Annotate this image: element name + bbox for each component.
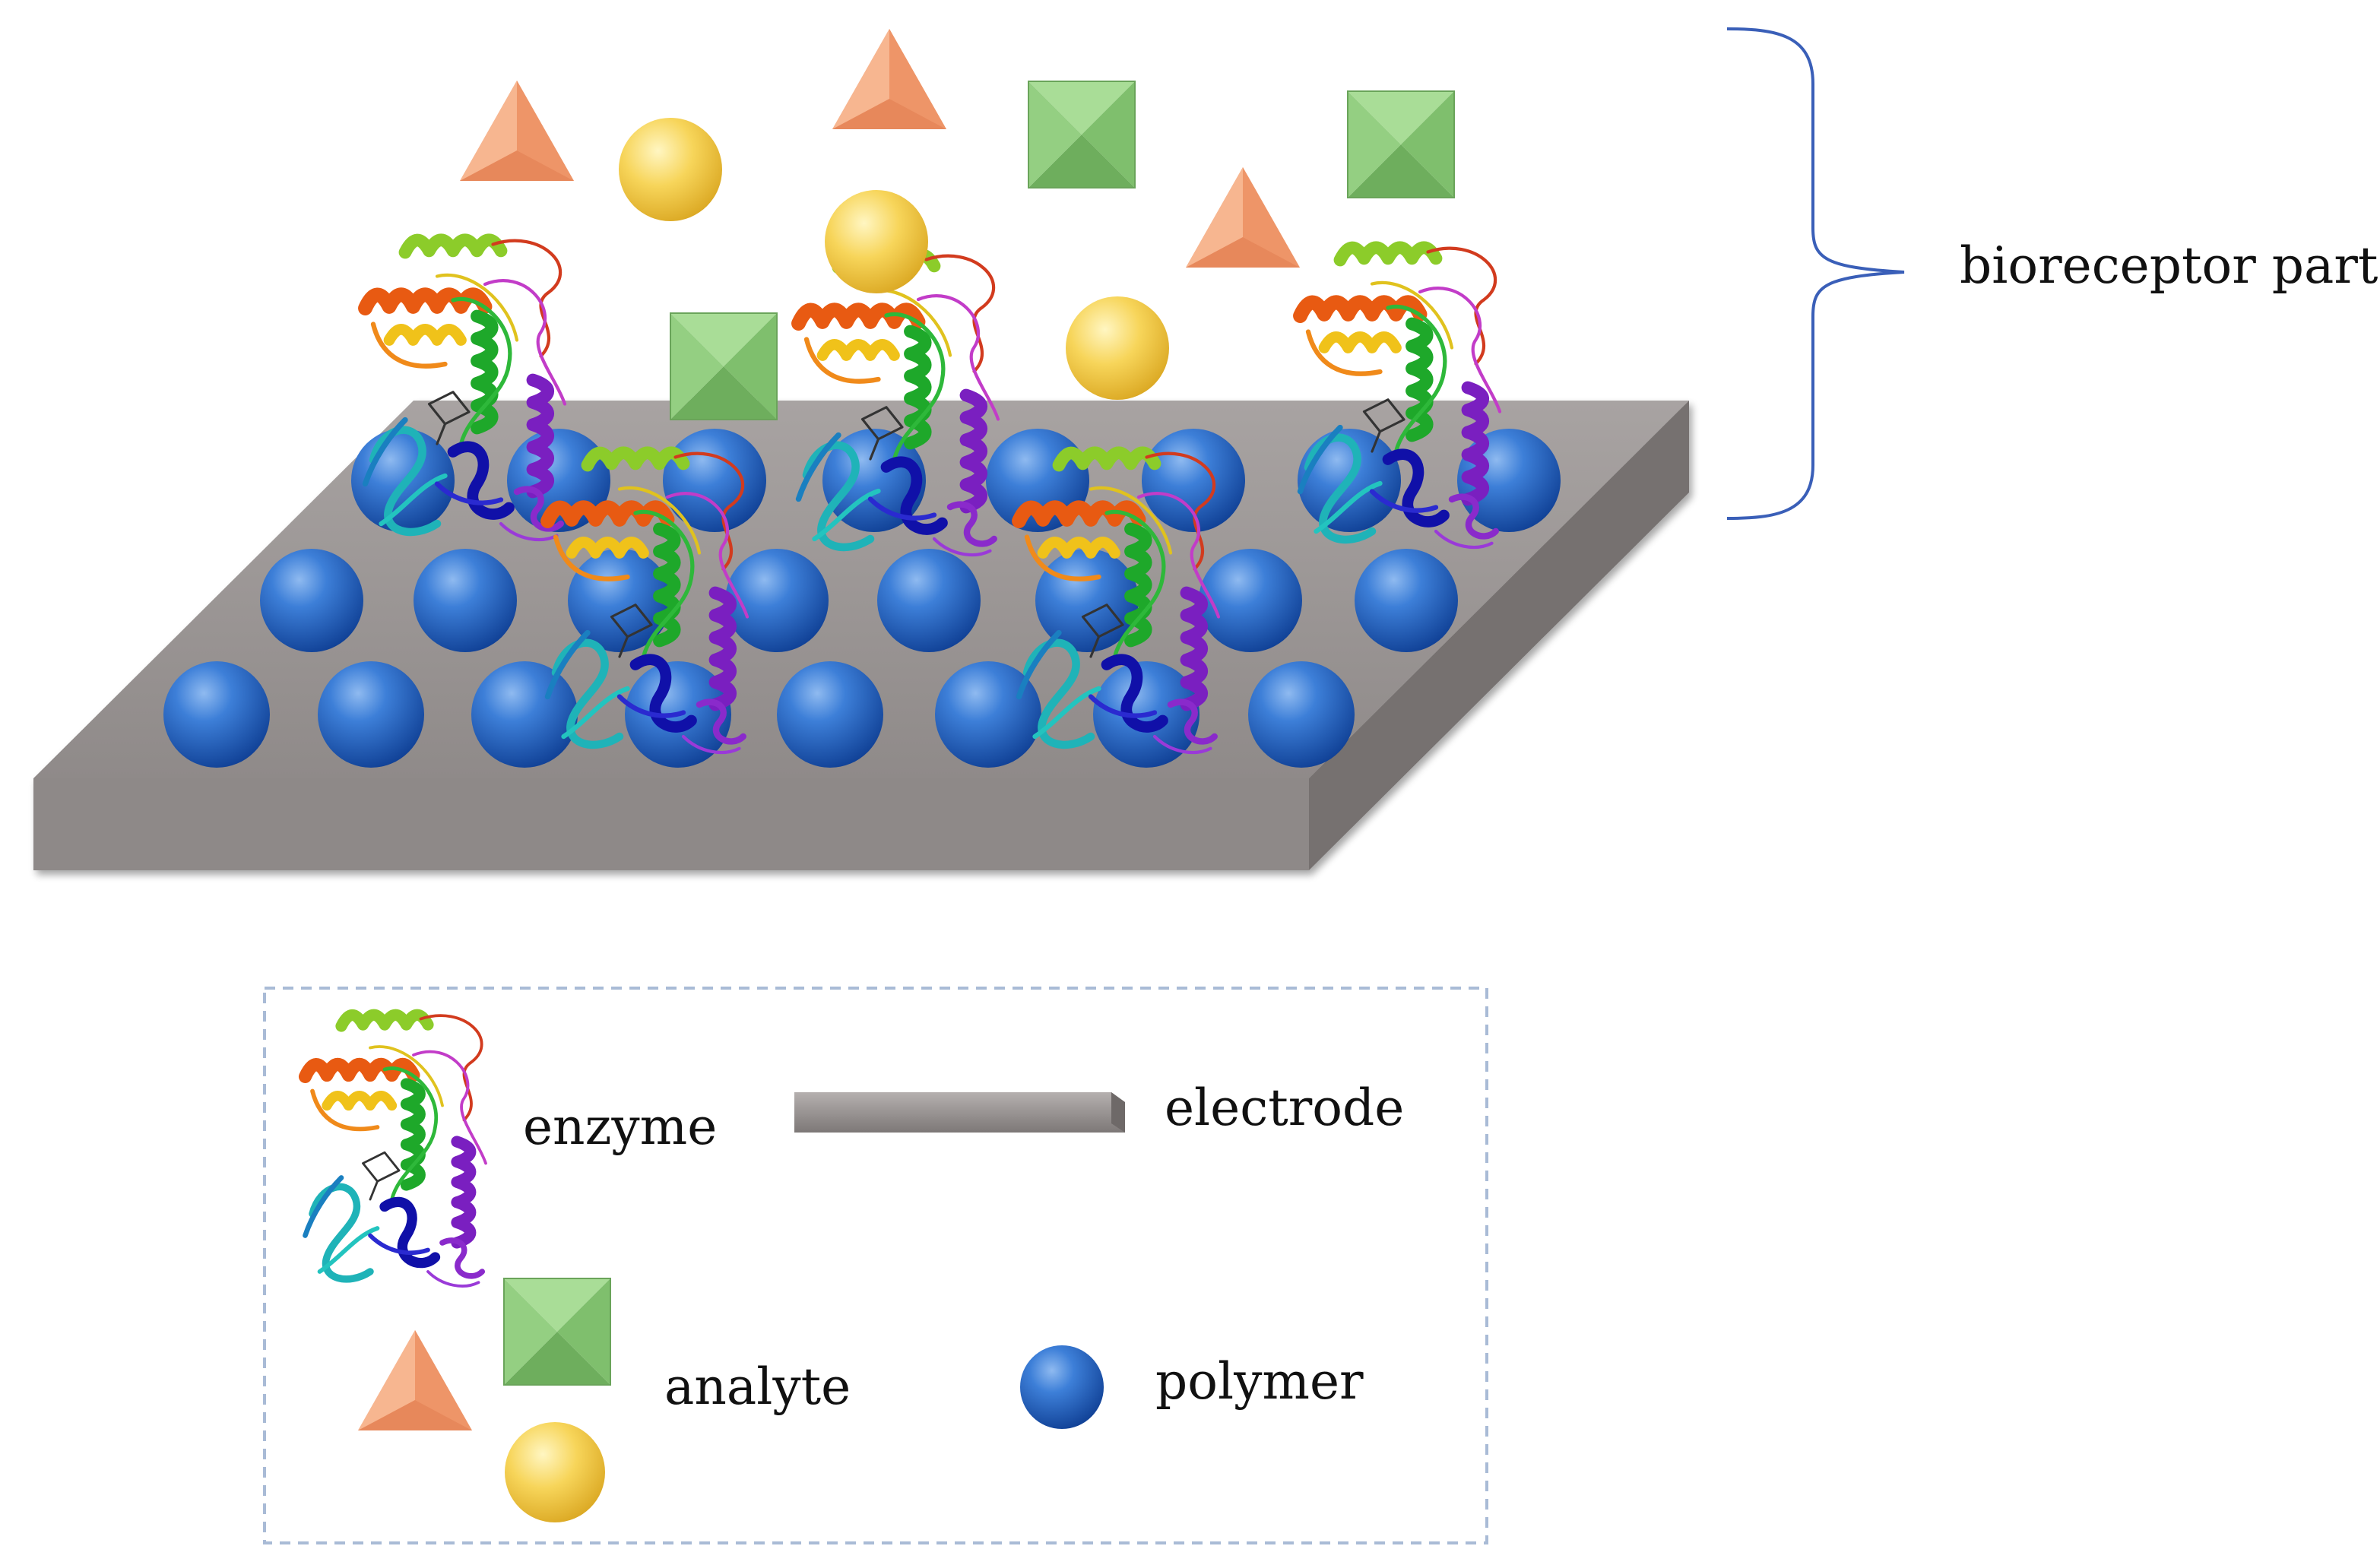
analyte-circle <box>1066 296 1169 400</box>
polymer-sphere <box>163 661 270 768</box>
electrode-side-face <box>1309 401 1689 870</box>
polymer-sphere <box>1199 549 1302 652</box>
legend-enzyme-label: enzyme <box>523 1098 717 1156</box>
legend-electrode-label: electrode <box>1165 1079 1404 1137</box>
analyte-circle <box>619 118 722 221</box>
bioreceptor-label: bioreceptor part <box>1960 236 2378 295</box>
analyte-triangle <box>832 29 946 129</box>
legend-polymer-label: polymer <box>1155 1352 1364 1411</box>
analyte-triangle <box>460 81 574 181</box>
legend: enzyme electrode analyte polymer <box>263 987 1488 1544</box>
polymer-sphere <box>318 661 424 768</box>
polymer-sphere <box>725 549 829 652</box>
legend-polymer-icon <box>1020 1345 1104 1429</box>
analyte-circle <box>825 190 928 293</box>
polymer-sphere <box>1355 549 1458 652</box>
legend-analyte-square <box>503 1278 611 1386</box>
polymer-sphere <box>1457 429 1561 532</box>
legend-analyte-circle <box>505 1422 605 1522</box>
legend-analyte-label: analyte <box>664 1357 851 1416</box>
polymer-sphere <box>1248 661 1355 768</box>
polymer-sphere <box>777 661 883 768</box>
polymer-sphere <box>471 661 578 768</box>
analyte-square <box>670 312 778 420</box>
polymer-sphere <box>414 549 517 652</box>
analyte-triangle <box>1186 167 1300 268</box>
legend-electrode-icon <box>794 1092 1125 1133</box>
analyte-square <box>1028 81 1136 188</box>
polymer-sphere <box>935 661 1041 768</box>
analyte-square <box>1347 90 1455 198</box>
legend-border <box>263 987 1488 1544</box>
polymer-sphere <box>663 429 766 532</box>
polymer-sphere <box>877 549 981 652</box>
polymer-sphere <box>568 549 671 652</box>
bioreceptor-brace <box>1726 27 1905 520</box>
electrode-front-face <box>33 778 1309 870</box>
polymer-sphere <box>260 549 363 652</box>
analyte-layer <box>460 29 1455 420</box>
